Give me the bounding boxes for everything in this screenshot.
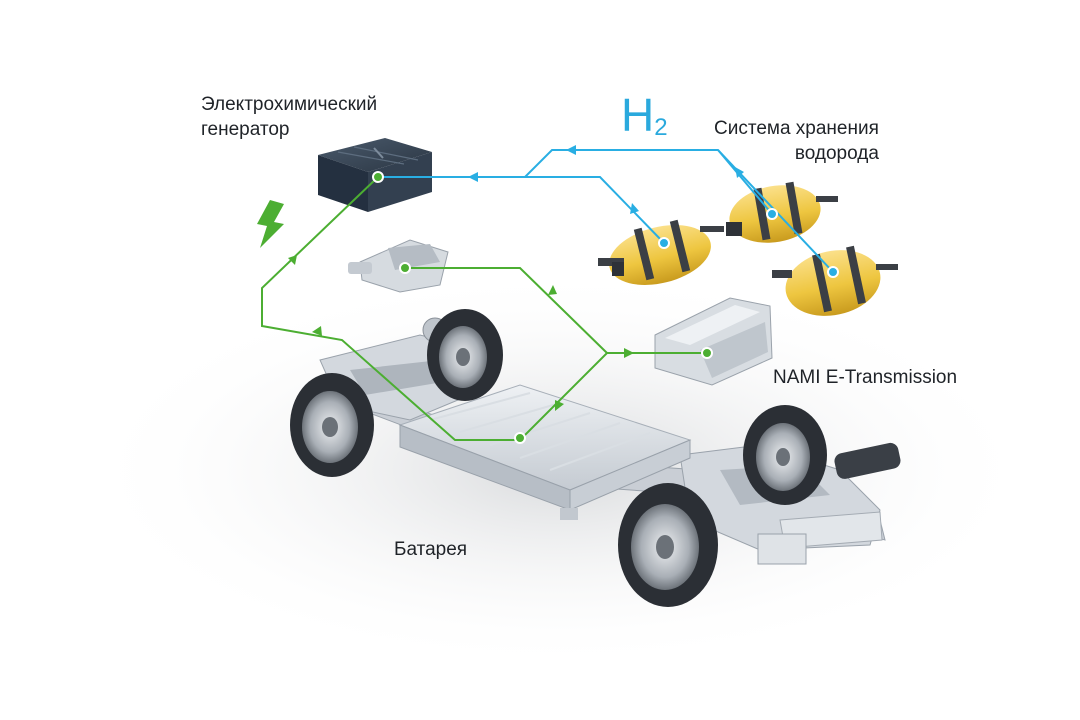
transmission-label: NAMI E-Transmission <box>773 367 958 388</box>
rear-motor <box>348 239 449 293</box>
hydrogen-flow-arrows <box>468 145 744 214</box>
wheel-front-right <box>743 405 827 505</box>
wheel-rear-right <box>427 309 503 401</box>
hydrogen-tank-2 <box>726 181 838 243</box>
wheel-rear-left <box>290 373 374 477</box>
lightning-bolt-icon <box>257 200 284 248</box>
battery-label: Батарея <box>394 539 468 560</box>
wheel-front-left <box>618 483 718 607</box>
hydrogen-storage-label: Система хранения водорода <box>714 118 879 164</box>
e-transmission <box>654 297 773 386</box>
hydrogen-tank-3 <box>772 245 898 316</box>
hydrogen-tank-1 <box>598 219 724 285</box>
electric-flow-arrows <box>288 255 634 411</box>
generator-label: Электрохимический генератор <box>201 94 378 140</box>
hydrogen-symbol: H2 <box>621 89 668 141</box>
battery-pack <box>398 384 692 520</box>
flow-nodes <box>372 171 839 444</box>
